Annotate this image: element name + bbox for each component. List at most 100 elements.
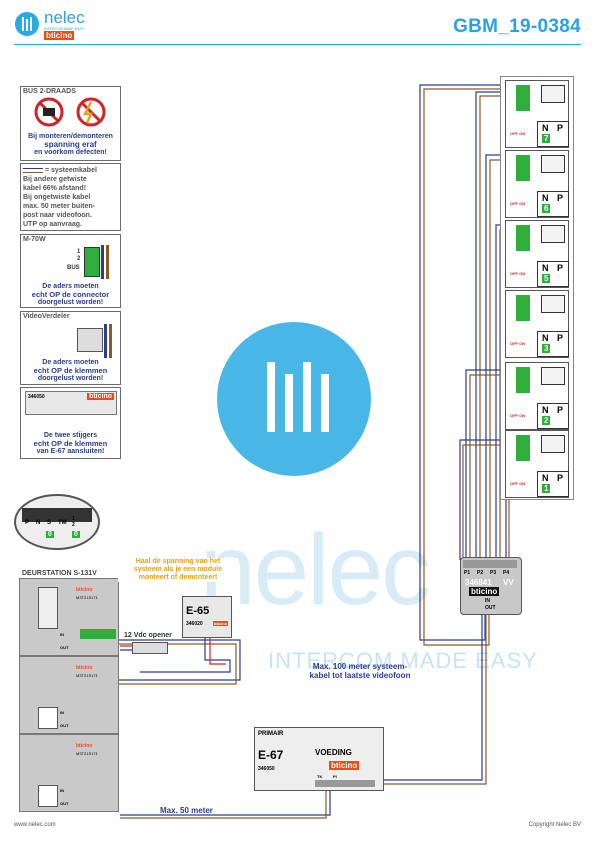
key-tm: TM <box>58 520 67 526</box>
distributor-terminals <box>463 560 517 568</box>
monitor-connector-icon <box>516 225 530 251</box>
selector-2: 0 <box>72 531 80 538</box>
e67-thumb-brand: bticino <box>87 393 114 400</box>
address-p-label: P <box>557 473 564 483</box>
wire-blue <box>101 245 104 279</box>
monitor-connector-icon <box>516 155 530 181</box>
opener-label: 12 Vdc opener <box>124 632 172 639</box>
panel-e67: 346050 bticino De twee stijgers echt OP … <box>20 387 121 459</box>
module-out: OUT <box>60 645 69 650</box>
psu-terminals <box>315 780 375 787</box>
module-in: IN <box>60 632 64 637</box>
key-1: 1 <box>72 516 75 522</box>
max100-line2: kabel tot laatste videofoon <box>309 671 411 680</box>
psu-pi: PI <box>333 774 337 779</box>
panel-e67-line2: echt OP de klemmen <box>33 439 108 448</box>
watermark-word: nelec <box>200 514 431 626</box>
address-box: N P 2 <box>537 403 569 429</box>
monitor-connector-icon <box>516 295 530 321</box>
port-p3: P3 <box>490 570 497 576</box>
panel-bus-line3: en voorkom defecten! <box>34 149 107 156</box>
monitor-connector-icon <box>516 367 530 393</box>
dip-switch-block <box>22 508 92 522</box>
distributor-suffix: VV <box>503 578 514 587</box>
panel-e67-line1: De twee stijgers <box>43 432 98 439</box>
e67-power-supply: PRIMAIR E-67 VOEDING 346050 bticino TK P… <box>254 727 384 791</box>
key-2: 2 <box>72 522 75 528</box>
e67-thumb-code: 346050 <box>28 394 45 400</box>
door-opener-icon <box>132 642 168 654</box>
address-p-label: P <box>557 123 564 133</box>
module-in: IN <box>60 710 64 715</box>
watermark-logo-circle <box>217 322 371 476</box>
distributor-brand: bticino <box>469 587 500 596</box>
nelec-logo: nelec INTERCOM MADE EASY bticino <box>14 8 124 40</box>
monitor-2: OFF ON N P 2 <box>505 362 569 430</box>
panel-m70w-line3: doorgelust worden! <box>37 299 104 306</box>
keypad-magnifier: P N S TM 1 2 0 0 <box>14 494 100 550</box>
max100-line1: Max. 100 meter systeem- <box>312 662 408 671</box>
panel-cable-line-4: post naar videofoon. <box>23 212 92 219</box>
monitor-screen-icon <box>541 435 565 453</box>
address-number: 6 <box>542 204 551 213</box>
monitor-screen-icon <box>541 295 565 313</box>
panel-vv-title: VideoVerdeler <box>23 313 70 320</box>
module-out: OUT <box>60 801 69 806</box>
footer-copyright: Copyright Nelec BV <box>528 822 581 828</box>
psu-brand: bticino <box>329 761 360 770</box>
monitor-1: OFF ON N P 1 <box>505 430 569 498</box>
psu-name: E-67 <box>258 748 284 762</box>
module-code: M3T21S171 <box>76 673 98 678</box>
e65-name: E-65 <box>186 605 210 617</box>
panel-vv-line3: doorgelust worden! <box>37 375 104 382</box>
port-p4: P4 <box>503 570 510 576</box>
e65-code: 346020 <box>186 621 203 627</box>
module-slot-icon <box>38 785 58 807</box>
address-p-label: P <box>557 405 564 415</box>
video-distributor: P1 P2 P3 P4 346841 VV bticino IN OUT <box>460 557 522 615</box>
e67-thumbnail: 346050 bticino <box>25 391 117 415</box>
offon-switch: OFF ON <box>510 131 526 136</box>
key-p: P <box>25 520 30 526</box>
panel-m70w-line1: De aders moeten <box>42 283 99 290</box>
monitor-7: OFF ON N P 7 <box>505 80 569 148</box>
panel-e67-line3: van E-67 aansluiten! <box>36 448 105 455</box>
warning-line1: Haal de spanning van het <box>135 558 221 565</box>
wire-brown <box>106 245 109 279</box>
psu-code: 346050 <box>258 766 275 772</box>
terminal-strip-icon <box>80 629 116 639</box>
module-slot-icon <box>38 707 58 729</box>
wire-blue-vv <box>104 324 107 358</box>
address-number: 7 <box>542 134 551 143</box>
monitor-connector-icon <box>516 435 530 461</box>
panel-bus-title: BUS 2-DRAADS <box>23 88 76 95</box>
warning-line3: monteert of demonteert <box>138 574 218 581</box>
logo-brand: bticino <box>44 31 75 40</box>
max50-caption: Max. 50 meter <box>160 806 213 815</box>
power-warning: Haal de spanning van het systeem als je … <box>118 558 238 582</box>
monitor-3: OFF ON N P 3 <box>505 290 569 358</box>
address-p-label: P <box>557 333 564 343</box>
distributor-terminal-icon <box>77 328 103 352</box>
distributor-code: 346841 <box>465 578 492 587</box>
offon-switch: OFF ON <box>510 413 526 418</box>
door-station-module-3: bticino M3T21S171 IN OUT <box>19 734 119 812</box>
door-station-module-1: bticino M3T21S171 IN OUT <box>19 578 119 656</box>
address-number: 1 <box>542 484 551 493</box>
offon-switch: OFF ON <box>510 341 526 346</box>
monitor-screen-icon <box>541 367 565 385</box>
panel-cable-line-0: Bij andere getwiste <box>23 176 87 183</box>
address-n-label: N <box>542 263 549 273</box>
offon-switch: OFF ON <box>510 271 526 276</box>
address-n-label: N <box>542 405 549 415</box>
monitor-screen-icon <box>541 155 565 173</box>
logo-name: nelec <box>44 8 85 27</box>
address-p-label: P <box>557 263 564 273</box>
key-n: N <box>36 520 41 526</box>
key-s: S <box>47 520 52 526</box>
no-power-icons <box>34 97 106 127</box>
module-code: M3T21S171 <box>76 751 98 756</box>
monitor-screen-icon <box>541 85 565 103</box>
panel-cable-info: = systeemkabel Bij andere getwiste kabel… <box>20 163 121 231</box>
watermark-bars-icon <box>267 362 329 432</box>
